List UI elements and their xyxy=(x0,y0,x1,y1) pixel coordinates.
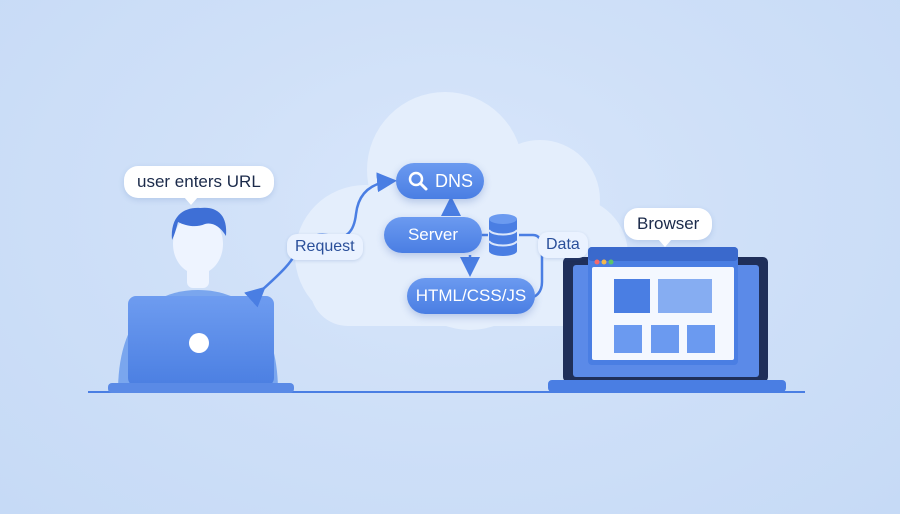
magnifier-icon xyxy=(408,171,428,191)
html-label: HTML/CSS/JS xyxy=(415,286,527,305)
html-node: HTML/CSS/JS xyxy=(407,278,535,314)
database-icon xyxy=(488,214,518,256)
dns-label: DNS xyxy=(434,170,473,191)
user-speech-bubble: user enters URL xyxy=(124,166,274,205)
request-label: Request xyxy=(287,234,363,260)
browser-speech-bubble: Browser xyxy=(624,208,713,247)
data-label: Data xyxy=(538,232,588,258)
dns-node: DNS xyxy=(396,163,484,199)
laptop-icon xyxy=(108,296,294,393)
server-label: Server xyxy=(407,225,459,244)
browser-window-icon xyxy=(588,247,738,365)
server-node: Server xyxy=(384,217,482,253)
